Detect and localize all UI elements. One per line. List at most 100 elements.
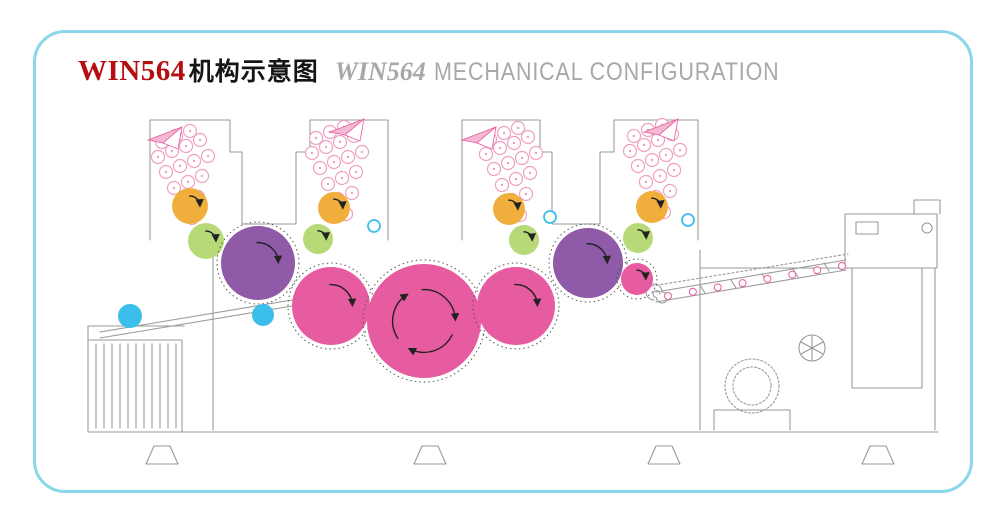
rotation-arrow (391, 293, 409, 340)
feeder-hatch (95, 343, 177, 429)
ink-roller-axle (512, 141, 516, 145)
plate-cylinder-left-gear-ring (216, 221, 300, 305)
water-roller (543, 210, 557, 224)
subtitle-model: WIN564 (334, 57, 426, 86)
ink-roller-axle (672, 168, 676, 172)
rotation-arrow (651, 197, 665, 209)
chain-roller (664, 292, 672, 300)
ink-roller-axle (632, 134, 636, 138)
feed-roller-1 (118, 304, 142, 328)
rotation-arrow (637, 229, 651, 240)
plate-cylinder-left (221, 226, 295, 300)
ink-roller-axle (516, 126, 520, 130)
rotation-arrow (189, 195, 204, 208)
damp-roller-unit3 (509, 225, 539, 255)
rotation-arrow (508, 199, 522, 211)
feed-arrow-tail (658, 117, 679, 142)
ink-roller-axle (656, 138, 660, 142)
ink-roller-axle (520, 156, 524, 160)
rotation-arrow (329, 283, 357, 308)
blanket-cylinder-right-gear-ring (472, 262, 560, 350)
ink-roller-axle (484, 152, 488, 156)
ink-drum-unit3 (493, 193, 525, 225)
ink-roller-axle (192, 159, 196, 163)
rotation-arrow (421, 288, 460, 322)
title-subtitle: WIN564 MECHANICAL CONFIGURATION (335, 57, 836, 87)
ink-roller-axle (346, 155, 350, 159)
machine-frame (87, 119, 941, 465)
ink-roller-axle (644, 180, 648, 184)
ink-roller-axle (658, 174, 662, 178)
ink-roller-axle (628, 149, 632, 153)
chain-roller (713, 283, 722, 292)
ink-roller-axle (636, 164, 640, 168)
delivery-knob (921, 222, 933, 234)
ink-roller-axle (326, 182, 330, 186)
ink-drum-unit2 (318, 192, 350, 224)
delivery-chain (655, 259, 847, 303)
ink-roller-axle (184, 144, 188, 148)
tower-frame-right (461, 119, 699, 241)
ink-roller-axle (506, 161, 510, 165)
chain-rollers (664, 262, 846, 300)
ink-roller-axle (498, 146, 502, 150)
delivery-pipe (913, 199, 941, 215)
ink-roller-axle (310, 151, 314, 155)
ink-roller-axle (314, 136, 318, 140)
feed-roller-2 (252, 304, 274, 326)
rotation-arrow (256, 241, 283, 265)
ink-roller-axle (492, 167, 496, 171)
impression-cylinder (367, 264, 481, 378)
rotation-arrow (407, 334, 453, 356)
rotation-arrow (523, 231, 537, 242)
water-roller (367, 219, 381, 233)
ink-roller-axle (524, 192, 528, 196)
fan-wheel (798, 334, 826, 362)
ink-roller-axle (318, 166, 322, 170)
ink-roller-axle (186, 180, 190, 184)
machine-foot (145, 445, 179, 465)
chain-roller (688, 287, 697, 296)
ink-roller-axle (178, 164, 182, 168)
ink-roller-axle (198, 138, 202, 142)
blower-drum (724, 358, 780, 414)
ink-roller-axle (338, 140, 342, 144)
ink-roller-axle (534, 151, 538, 155)
ink-roller-axle (200, 174, 204, 178)
subtitle-text: MECHANICAL CONFIGURATION (433, 58, 780, 86)
ink-roller-axle (350, 191, 354, 195)
ink-roller-axle (664, 153, 668, 157)
ink-drum-unit1 (172, 188, 208, 224)
feed-arrow-tail (162, 125, 183, 150)
rotation-arrow (636, 269, 650, 281)
ink-roller-axle (502, 131, 506, 135)
machine-foot (413, 445, 447, 465)
transfer-roller-gear-ring (616, 258, 658, 300)
ink-roller-axle (528, 171, 532, 175)
delivery-column (851, 267, 923, 389)
tower-frame-left (149, 119, 389, 241)
chain-roller (738, 279, 747, 288)
ink-roller-axle (678, 148, 682, 152)
title-chinese: 机构示意图 (188, 57, 319, 86)
ink-roller-axle (668, 189, 672, 193)
plate-cylinder-right (553, 228, 623, 298)
machine-foot (861, 445, 895, 465)
chain-roller (813, 266, 822, 275)
feeder-cabinet (87, 339, 183, 433)
ink-roller-axle (206, 154, 210, 158)
water-roller (681, 213, 695, 227)
rotation-arrow (317, 230, 331, 241)
plate-cylinder-right-gear-ring (548, 223, 628, 303)
title-model: WIN564 (78, 55, 186, 87)
blower-stand (713, 409, 791, 431)
ink-roller-axle (360, 150, 364, 154)
rotation-arrow (514, 283, 542, 308)
ink-roller-axle (332, 160, 336, 164)
ink-roller-axle (324, 145, 328, 149)
blanket-cylinder-right (477, 267, 555, 345)
delivery-detail-box (855, 221, 879, 235)
chain-roller (838, 262, 846, 270)
ink-roller-axle (170, 149, 174, 153)
